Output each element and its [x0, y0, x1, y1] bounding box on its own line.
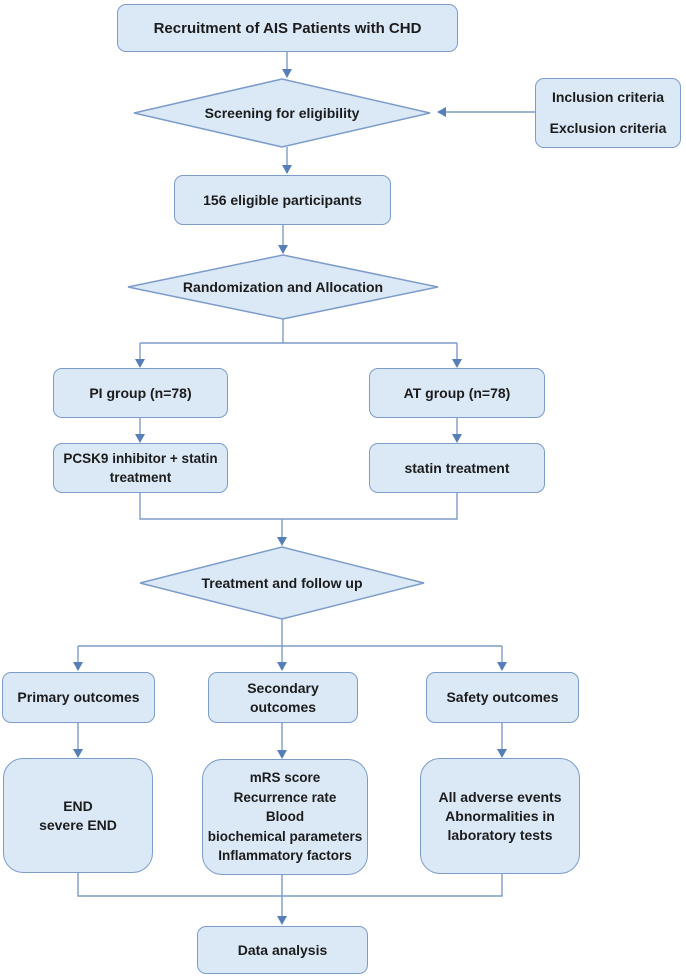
arrowhead-into-safety-results — [497, 749, 507, 758]
arrowhead-into-eligible — [282, 165, 292, 174]
arrowhead-into-pi-treatment — [135, 434, 145, 443]
node-criteria: Inclusion criteria Exclusion criteria — [535, 78, 681, 148]
connector-randomization-split — [139, 319, 458, 359]
node-at-treatment: statin treatment — [369, 443, 545, 493]
node-primary-results: END severe END — [3, 758, 153, 873]
arrowhead-into-screening — [282, 69, 292, 78]
node-safety-results: All adverse events Abnormalities in labo… — [420, 758, 580, 874]
node-pi-group: PI group (n=78) — [53, 368, 228, 418]
node-at-group: AT group (n=78) — [369, 368, 545, 418]
node-secondary-outcomes: Secondary outcomes — [208, 672, 358, 723]
arrowhead-into-primary — [73, 662, 83, 671]
node-data-analysis: Data analysis — [197, 926, 368, 974]
arrowhead-into-primary-results — [73, 749, 83, 758]
connector-treatments-merge — [139, 493, 458, 538]
arrowhead-into-secondary-results — [277, 750, 287, 759]
arrowhead-into-screening-right — [437, 107, 446, 117]
arrowhead-into-pi-group — [135, 359, 145, 368]
arrowhead-into-data-analysis — [277, 916, 287, 925]
randomization-diamond — [127, 254, 439, 320]
arrowhead-into-randomization — [278, 245, 288, 254]
arrowhead-into-at-treatment — [452, 434, 462, 443]
node-secondary-results: mRS score Recurrence rate Blood biochemi… — [202, 759, 368, 875]
arrowhead-into-secondary — [277, 662, 287, 671]
screening-diamond — [133, 78, 431, 148]
node-primary-outcomes: Primary outcomes — [2, 672, 155, 723]
connector-followup-split — [77, 619, 503, 663]
node-eligible: 156 eligible participants — [174, 175, 391, 225]
node-recruitment: Recruitment of AIS Patients with CHD — [117, 4, 458, 52]
arrowhead-into-followup — [277, 537, 287, 546]
node-pi-treatment: PCSK9 inhibitor + statin treatment — [53, 443, 228, 493]
connector-results-merge — [77, 873, 503, 917]
connector-outcomes-results — [77, 723, 503, 750]
node-safety-outcomes: Safety outcomes — [426, 672, 579, 723]
connector-groups-treatments — [139, 418, 458, 434]
arrowhead-into-safety — [497, 662, 507, 671]
arrowhead-into-at-group — [452, 359, 462, 368]
followup-diamond — [139, 546, 425, 620]
